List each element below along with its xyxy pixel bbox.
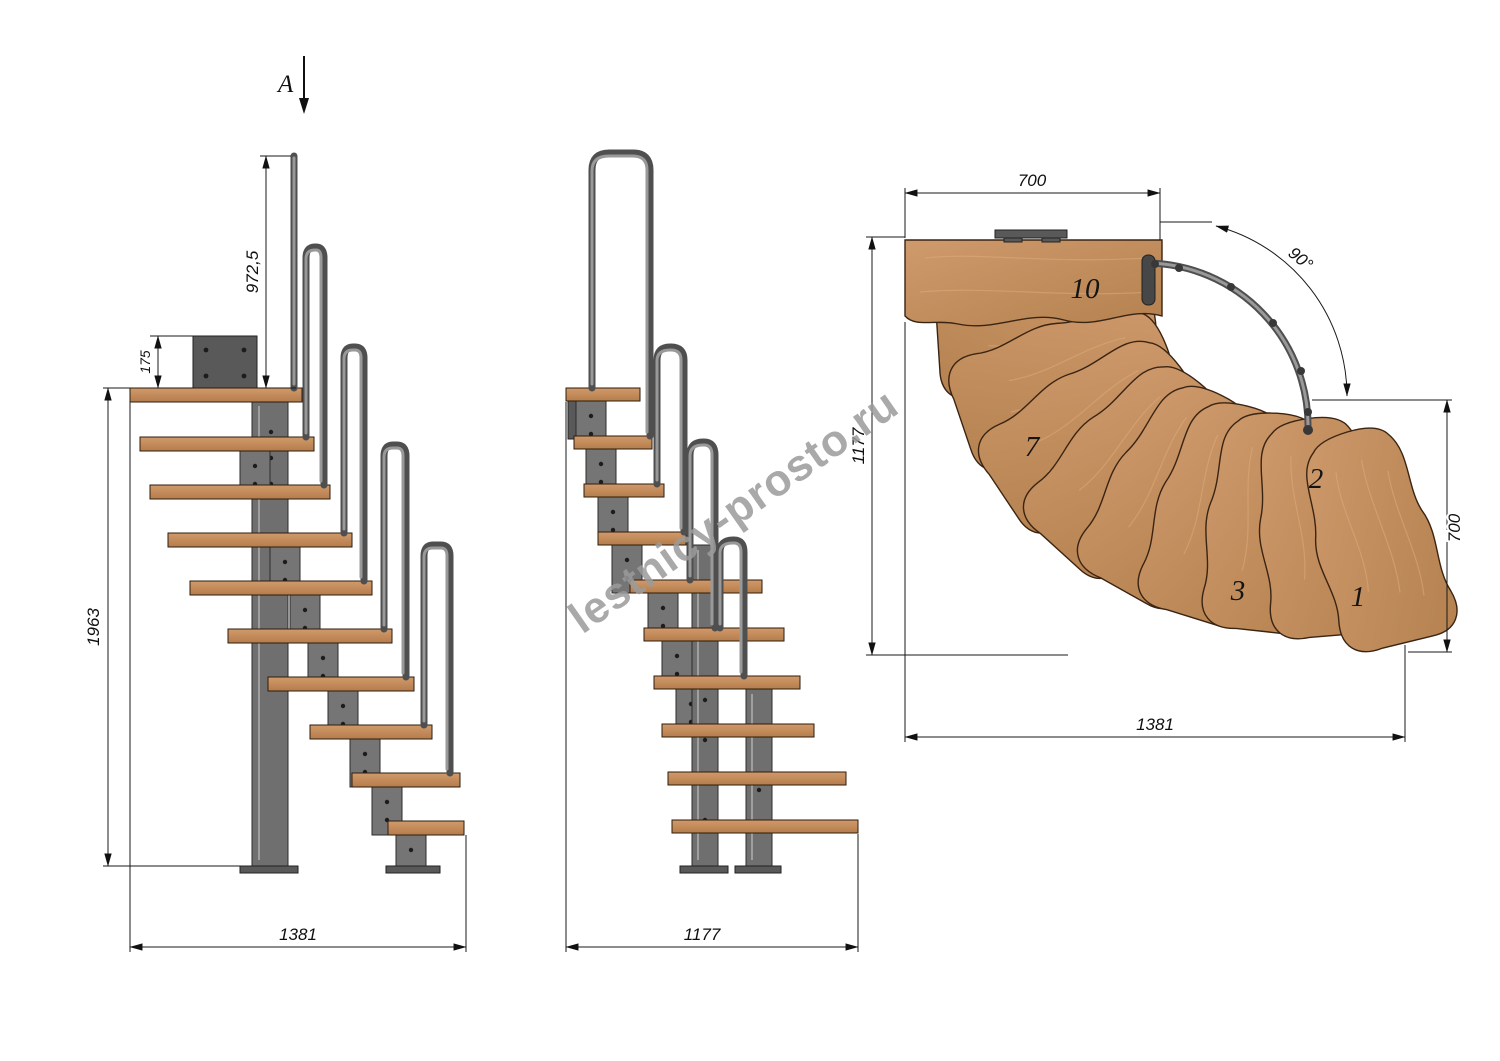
front-treads: [565, 387, 859, 834]
stair-base-plate: [385, 865, 441, 874]
column-base-plate: [239, 865, 299, 874]
section-arrow-head-icon: [299, 98, 309, 114]
front-dimensions: 1177: [565, 402, 859, 952]
tread-number-1: 1: [1351, 581, 1366, 613]
dim-mount-plate-height: 175: [137, 350, 153, 374]
plan-wall-bracket: [994, 229, 1068, 239]
spine-modules: [239, 450, 441, 874]
side-handrail: [290, 152, 454, 777]
dim-front-total-width: 1177: [684, 925, 721, 944]
dim-total-run: 1381: [279, 925, 317, 944]
dim-plan-right-width: 700: [1445, 513, 1464, 542]
wall-mount-plate: [192, 335, 258, 391]
section-marker: A: [276, 56, 309, 114]
side-dimensions: 972,5 175 1963 1381: [82, 155, 467, 952]
plan-newel-post: [1141, 254, 1156, 306]
tread-number-7: 7: [1025, 431, 1041, 463]
side-view: A: [82, 56, 467, 952]
dim-plan-bottom-width: 1381: [1136, 715, 1174, 734]
section-label-a: A: [276, 71, 294, 98]
plan-tread-10: [904, 239, 1163, 327]
side-treads: [129, 387, 465, 836]
dim-total-height: 1963: [84, 608, 103, 646]
front-view: 1177: [565, 149, 859, 952]
plan-treads: [904, 229, 1464, 663]
dim-handrail-height: 972,5: [243, 250, 262, 293]
tread-number-10: 10: [1071, 273, 1101, 305]
tread-number-3: 3: [1230, 575, 1246, 607]
dim-plan-turn-angle: 90°: [1285, 243, 1317, 274]
plan-view: 10 7 3 2 1 700 90° 1177 70: [847, 169, 1466, 742]
plan-tread-numbers: 10 7 3 2 1: [1025, 273, 1366, 613]
dim-plan-left-depth: 1177: [849, 427, 868, 464]
tread-number-2: 2: [1309, 463, 1324, 495]
front-handrail: [588, 149, 748, 680]
dim-plan-top-width: 700: [1018, 171, 1047, 190]
plan-dimensions: 700 90° 1177 700 1381: [847, 169, 1466, 742]
